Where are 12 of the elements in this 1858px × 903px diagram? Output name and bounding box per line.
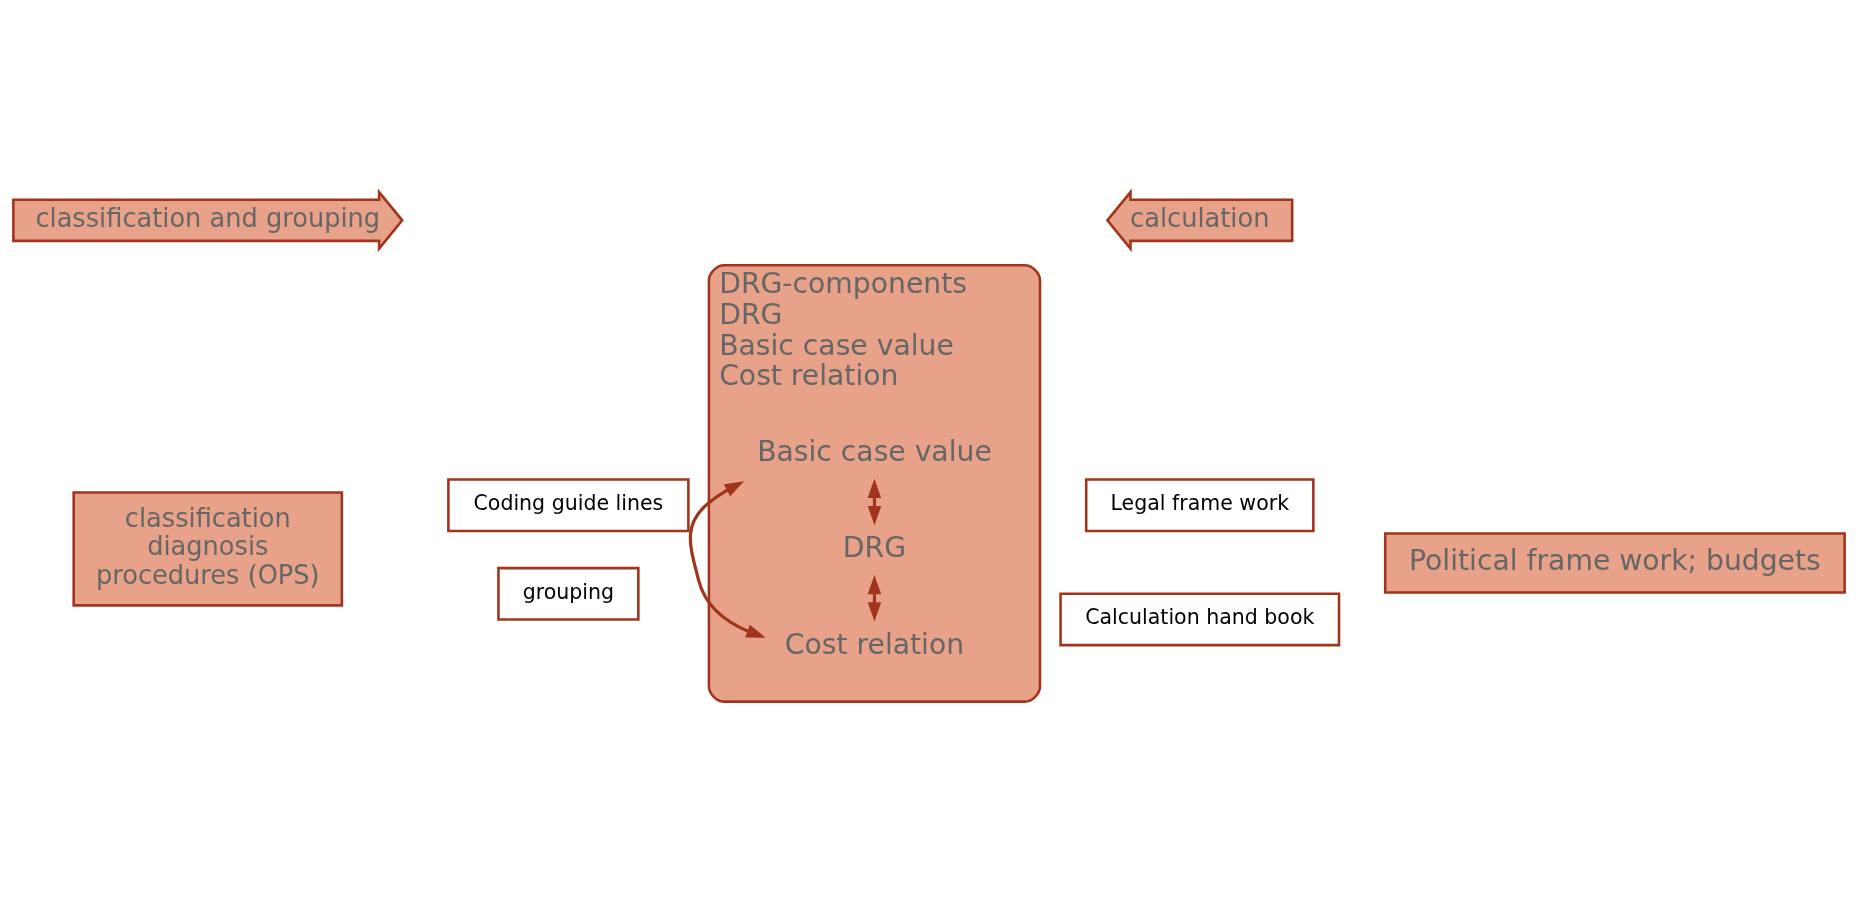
arrow (688, 480, 766, 638)
node-box: classification diagnosis procedures (OPS) (72, 490, 344, 607)
arrow (867, 478, 882, 525)
node-box: Coding guide lines (447, 477, 690, 532)
node-text: Cost relation (784, 627, 965, 661)
node-text: DRG (842, 530, 907, 564)
node-box: Legal frame work (1084, 477, 1315, 532)
node-box: Calculation hand book (1059, 592, 1341, 646)
node-box: Political frame work; budgets (1383, 531, 1846, 594)
node-box: grouping (497, 566, 640, 621)
node-text: Basic case value (757, 434, 992, 468)
arrow (867, 574, 882, 622)
